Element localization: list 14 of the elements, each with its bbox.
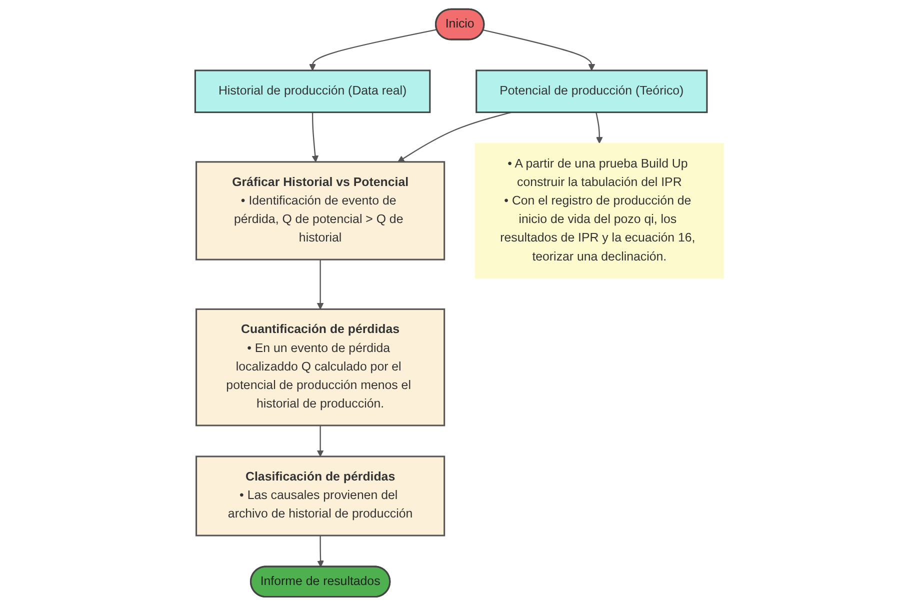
arrow: [312, 112, 319, 162]
arrow: [317, 260, 324, 310]
arrow: [596, 112, 603, 144]
arrow: [483, 30, 596, 71]
node-box: Gráficar Historial vs Potencial • Identificación de evento de pérdida, Q de potencial > Q de historial: [196, 161, 446, 260]
node-box: • A partir de una prueba Build Up construir la tabulación del IPR • Con el registro de producción de inicio de vida del pozo qi, los resultados de IPR y la ecuación 16, teorizar una declinación.: [475, 142, 724, 279]
arrow: [398, 112, 512, 162]
arrow: [317, 536, 324, 568]
node-box: Potencial de producción (Teórico): [476, 70, 708, 114]
node-box: Historial de producción (Data real): [194, 70, 431, 114]
arrow: [317, 425, 324, 457]
arrow: [309, 28, 438, 71]
node-box: Cuantificación de pérdidas • En un evento de pérdida localizaddo Q calculado por el potencial de producción menos el historial de producción.: [196, 308, 446, 426]
node-box: Clasificación de pérdidas • Las causales provienen del archivo de historial de producción: [196, 456, 446, 536]
